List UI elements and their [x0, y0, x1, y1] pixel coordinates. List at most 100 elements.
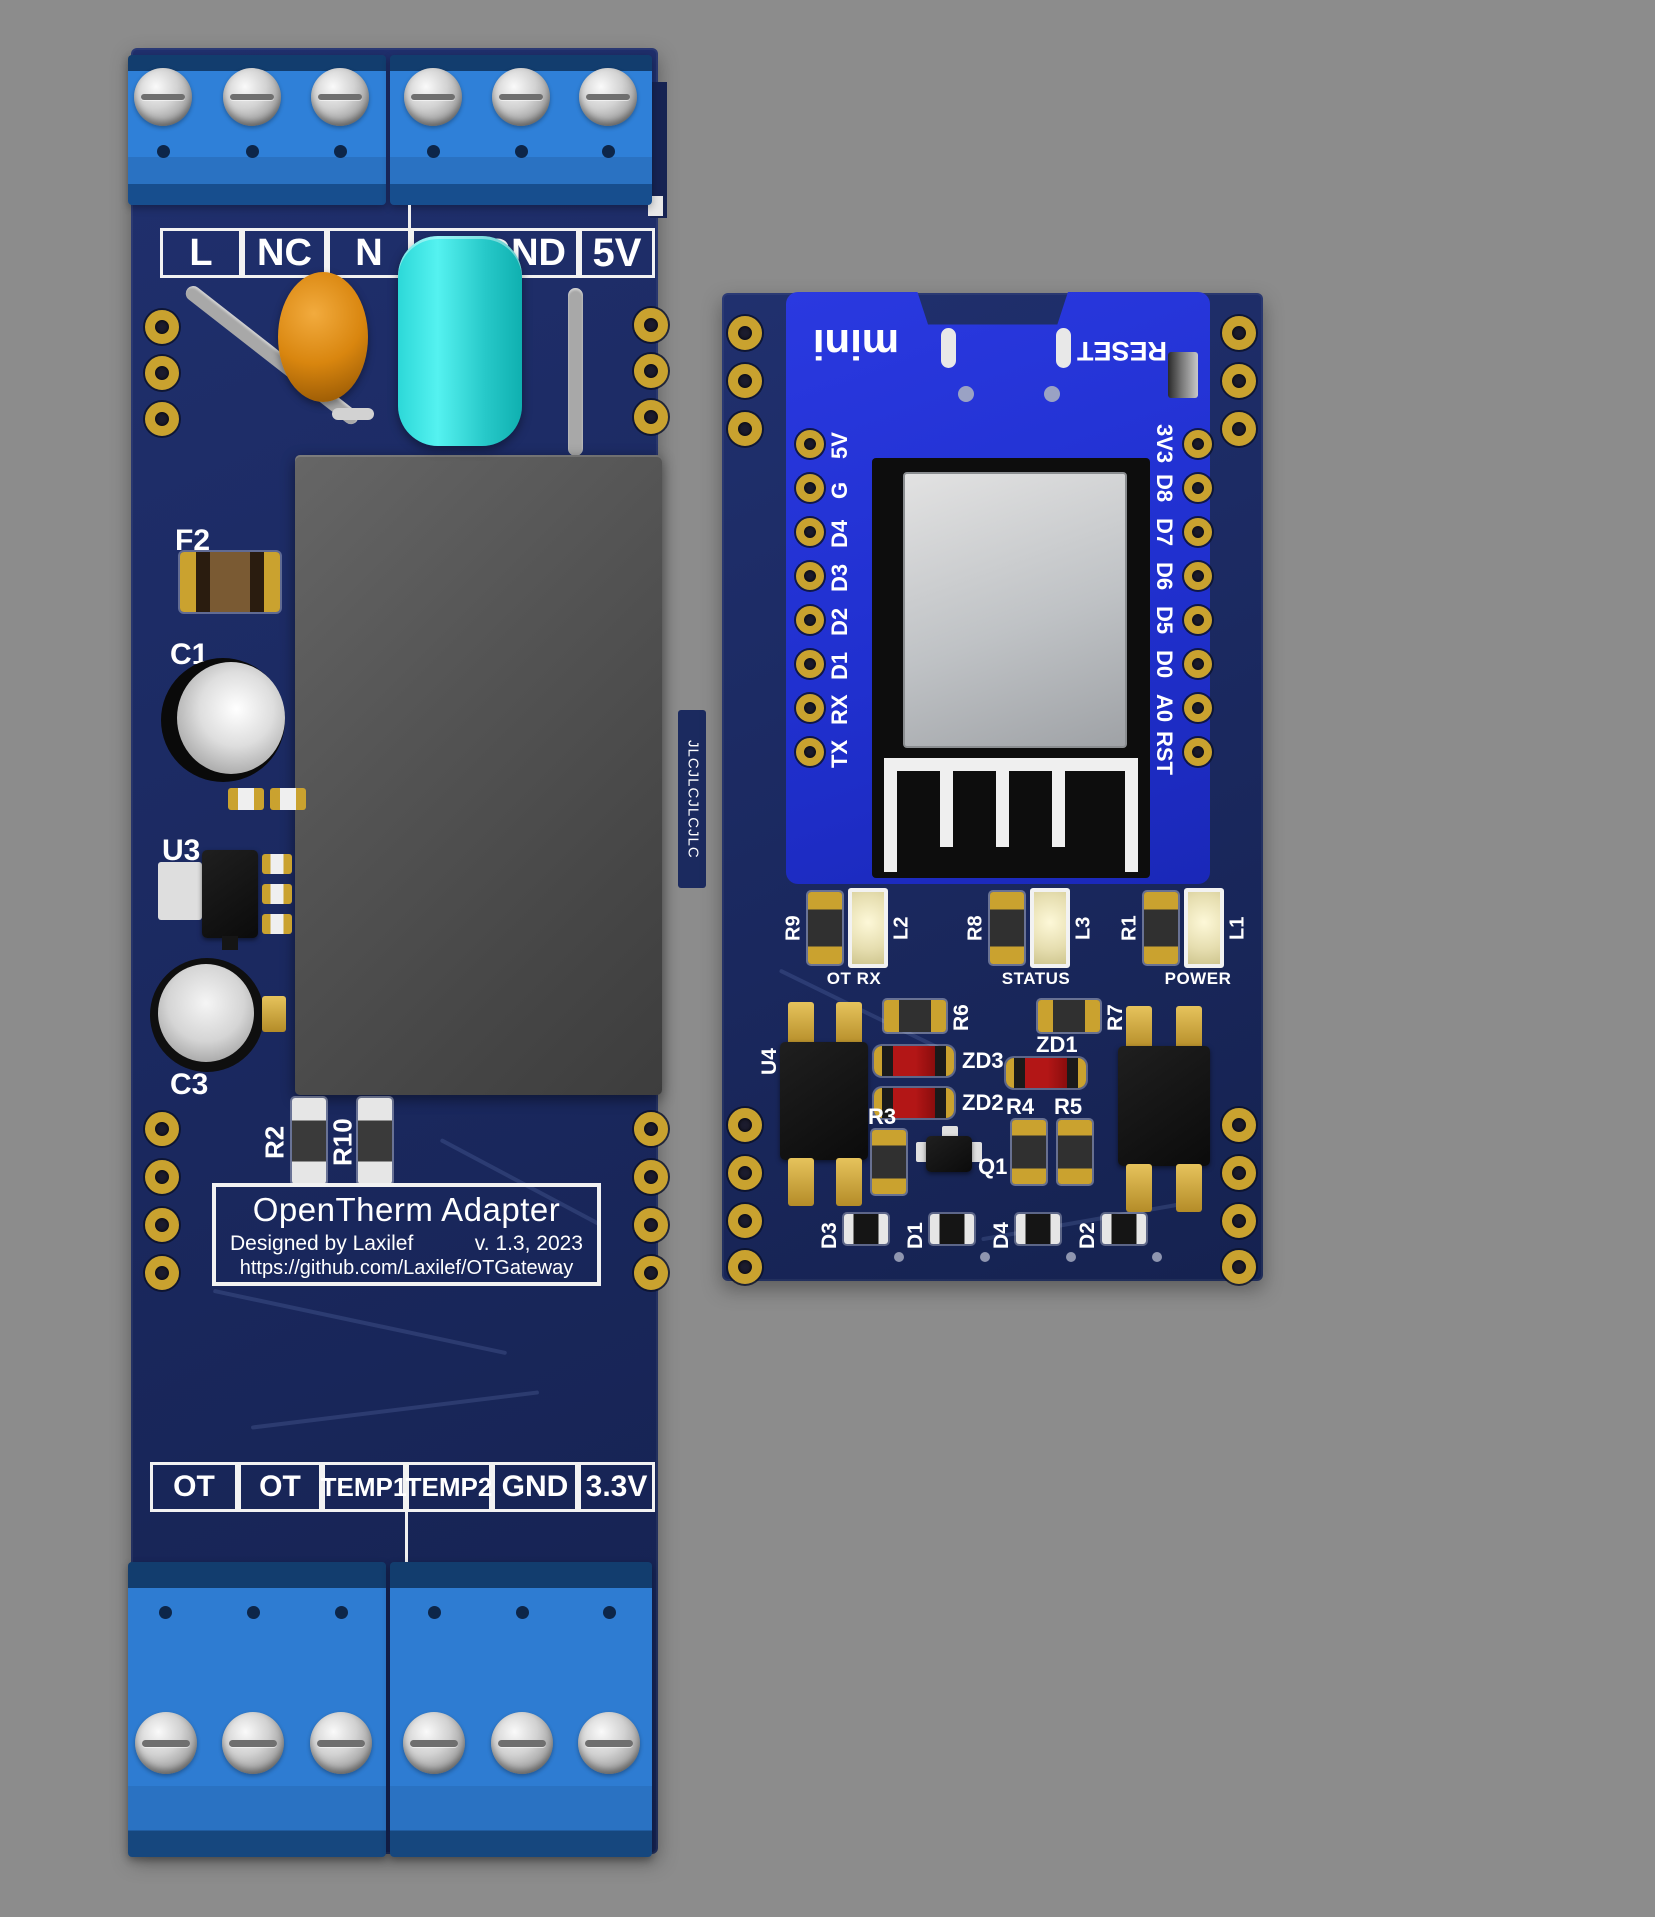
reset-button[interactable] — [1168, 352, 1198, 398]
capacitor-C3-top — [158, 964, 254, 1062]
silk-line — [405, 1512, 408, 1562]
label-text: RX — [827, 694, 852, 726]
resistor-R8 — [990, 892, 1024, 964]
esp-antenna — [940, 771, 953, 847]
pin-label-D1: D1 — [824, 642, 856, 690]
label-text: OT — [259, 1470, 301, 1503]
smd-resistor — [228, 788, 264, 810]
pad-hole — [728, 1108, 762, 1142]
ref-R4: R4 — [1006, 1094, 1035, 1119]
pad-hole — [145, 310, 179, 344]
terminal-screw — [579, 68, 637, 126]
label-text: RST — [1152, 731, 1177, 775]
bottom-label-OT2: OT — [238, 1462, 322, 1512]
pin-label-5V: 5V — [824, 422, 856, 470]
terminal-screw — [222, 1712, 284, 1774]
ref-R6: R6 — [950, 996, 974, 1040]
pin-pad — [1184, 474, 1212, 502]
diode-D1 — [930, 1214, 974, 1244]
pad-hole — [634, 1160, 668, 1194]
label-text: D4 — [990, 1222, 1013, 1250]
pad-hole — [728, 364, 762, 398]
diode-D4 — [1016, 1214, 1060, 1244]
pin-pad — [796, 738, 824, 766]
ref-R2: R2 — [259, 1104, 290, 1180]
chip-lead — [836, 1002, 862, 1046]
esp-shield — [903, 472, 1127, 748]
label-text: D5 — [1152, 605, 1177, 635]
terminal-dot — [602, 145, 615, 158]
mini-logo: mini — [812, 320, 900, 368]
terminal-dot — [603, 1606, 616, 1619]
regulator-tab-pad — [158, 862, 202, 920]
label-text: D0 — [1152, 649, 1177, 679]
diode-ZD3 — [874, 1046, 954, 1076]
ref-D1: D1 — [904, 1210, 928, 1262]
transformer — [295, 455, 662, 1095]
label-text: D4 — [827, 519, 852, 549]
diode-D3 — [844, 1214, 888, 1244]
board-edge-tab — [650, 82, 667, 218]
ref-R8: R8 — [964, 896, 988, 960]
pin-label-D0: D0 — [1148, 638, 1180, 690]
label-text: R10 — [327, 1118, 358, 1166]
led-L3 — [1030, 888, 1070, 968]
screw-slot — [140, 94, 186, 101]
screw-slot — [410, 1739, 458, 1747]
transistor-Q1-body — [926, 1136, 972, 1172]
pad-hole — [634, 400, 668, 434]
pin-pad — [1184, 694, 1212, 722]
via-dot — [894, 1252, 904, 1262]
led-L1 — [1184, 888, 1224, 968]
terminal-dot — [428, 1606, 441, 1619]
ref-L3: L3 — [1072, 896, 1096, 960]
ref-R10: R10 — [327, 1100, 358, 1184]
terminal-screw — [404, 68, 462, 126]
screw-slot — [498, 1739, 546, 1747]
terminal-screw — [578, 1712, 640, 1774]
label-text: D3 — [827, 563, 852, 593]
label-text: R2 — [259, 1125, 290, 1159]
bottom-terminal-block-1 — [128, 1562, 386, 1857]
label-text: NC — [257, 231, 312, 274]
terminal-dot — [427, 145, 440, 158]
terminal-dot — [159, 1606, 172, 1619]
screw-slot — [585, 94, 631, 101]
esp-antenna — [996, 771, 1009, 847]
pad-hole — [634, 1208, 668, 1242]
bottom-label-TEMP2: TEMP2 — [406, 1462, 492, 1512]
pin-label-D3: D3 — [824, 554, 856, 602]
chip-lead — [1126, 1006, 1152, 1050]
pin-label-A0: A0 — [1148, 682, 1180, 734]
label-text: mini — [812, 321, 900, 368]
pad-hole — [1222, 1108, 1256, 1142]
resistor-R10 — [358, 1098, 392, 1184]
board-designer: Designed by Laxilef — [230, 1232, 414, 1255]
ref-L2: L2 — [890, 896, 914, 960]
pad-hole — [728, 1156, 762, 1190]
esp-antenna — [884, 758, 897, 872]
label-text: 3V3 — [1152, 424, 1177, 464]
panel-edge-tab — [678, 710, 706, 888]
pin-label-TX: TX — [824, 730, 856, 778]
ref-D3: D3 — [818, 1210, 842, 1262]
label-text: RESET — [1076, 336, 1168, 367]
resistor-R1 — [1144, 892, 1178, 964]
pad-hole — [1222, 316, 1256, 350]
ref-ZD2: ZD2 — [962, 1090, 1004, 1115]
pad-hole — [634, 308, 668, 342]
label-text: R6 — [950, 1004, 973, 1032]
terminal-screw — [491, 1712, 553, 1774]
pin-label-D7: D7 — [1148, 506, 1180, 558]
label-text: POWER — [1164, 969, 1232, 988]
chip-lead — [788, 1002, 814, 1046]
pin-pad — [796, 518, 824, 546]
label-text: D2 — [827, 607, 852, 637]
pin-pad — [796, 430, 824, 458]
resistor-R9 — [808, 892, 842, 964]
resistor-R7 — [1038, 1000, 1100, 1032]
mini-via — [1044, 386, 1060, 402]
regulator-pin-pad — [262, 914, 292, 934]
label-text: STATUS — [1001, 969, 1071, 988]
